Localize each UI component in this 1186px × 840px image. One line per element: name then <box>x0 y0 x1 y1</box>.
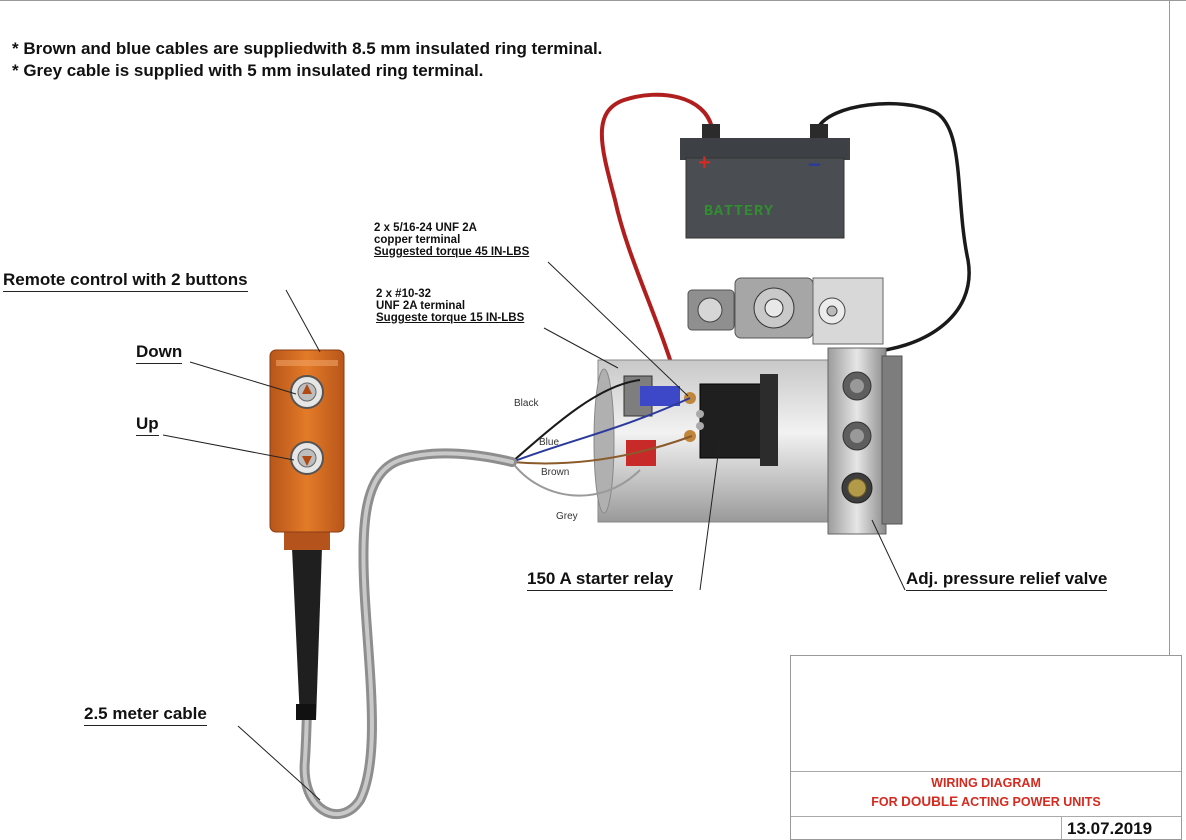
note-ring-terminal-5mm: * Grey cable is supplied with 5 mm insul… <box>12 61 484 80</box>
wire-label-blue: Blue <box>539 437 560 448</box>
frame-top-border <box>0 0 1186 1</box>
title-bold-word: DOUBLE <box>901 794 959 809</box>
unf-terminal-line1: 2 x #10-32 <box>376 288 431 300</box>
leader-lines <box>162 261 906 801</box>
up-button <box>290 375 324 409</box>
brown-control-wire <box>511 435 693 465</box>
battery-label: BATTERY <box>704 203 775 220</box>
copper-terminal-line2: copper terminal <box>374 234 461 246</box>
remote-control-label: Remote control with 2 buttons <box>3 270 248 292</box>
copper-terminal-line3: Suggested torque 45 IN-LBS <box>374 246 530 258</box>
unf-terminal-line3: Suggeste torque 15 IN-LBS <box>376 312 525 324</box>
unf-terminal-callout: 2 x #10-32 UNF 2A terminal Suggeste torq… <box>376 288 524 324</box>
title-prefix: FOR <box>871 795 902 809</box>
wire-label-black: Black <box>514 398 539 409</box>
title-vertical-divider <box>1061 816 1062 839</box>
black-control-wire <box>511 379 641 463</box>
title-line-2: FOR DOUBLE ACTING POWER UNITS <box>791 794 1181 809</box>
battery <box>680 124 850 239</box>
title-line-1: WIRING DIAGRAM <box>931 776 1041 790</box>
up-button-label: Up <box>136 414 159 436</box>
pressure-relief-valve-label: Adj. pressure relief valve <box>906 569 1108 591</box>
cable-length-label: 2.5 meter cable <box>84 704 207 726</box>
note-ring-terminal-8mm: * Brown and blue cables are suppliedwith… <box>12 39 603 58</box>
copper-terminal-line1: 2 x 5/16-24 UNF 2A <box>374 222 477 234</box>
remote-control <box>269 349 345 720</box>
blue-control-wire <box>511 397 691 463</box>
frame-right-border <box>1169 0 1170 660</box>
positive-battery-cable <box>599 92 714 393</box>
starter-relay-label: 150 A starter relay <box>527 569 674 591</box>
unf-terminal-line2: UNF 2A terminal <box>376 300 466 312</box>
title-divider <box>791 771 1181 772</box>
battery-minus-sign: − <box>808 152 821 177</box>
title-block: WIRING DIAGRAM FOR DOUBLE ACTING POWER U… <box>790 655 1182 840</box>
down-button-label: Down <box>136 342 183 364</box>
drawing-date: 13.07.2019 <box>1067 819 1153 838</box>
wire-label-brown: Brown <box>541 467 570 478</box>
negative-battery-cable <box>816 101 971 354</box>
hydraulic-block <box>827 347 903 535</box>
title-suffix: ACTING POWER UNITS <box>958 795 1101 809</box>
solenoid-valve <box>687 277 884 345</box>
down-button <box>290 441 324 475</box>
wire-label-grey: Grey <box>556 511 578 522</box>
remote-strain-relief <box>292 548 322 720</box>
grey-control-wire <box>511 461 641 497</box>
battery-plus-sign: + <box>698 150 711 175</box>
title-divider-2 <box>791 816 1181 817</box>
starter-relay <box>684 374 778 466</box>
copper-terminal-callout: 2 x 5/16-24 UNF 2A copper terminal Sugge… <box>374 222 529 258</box>
